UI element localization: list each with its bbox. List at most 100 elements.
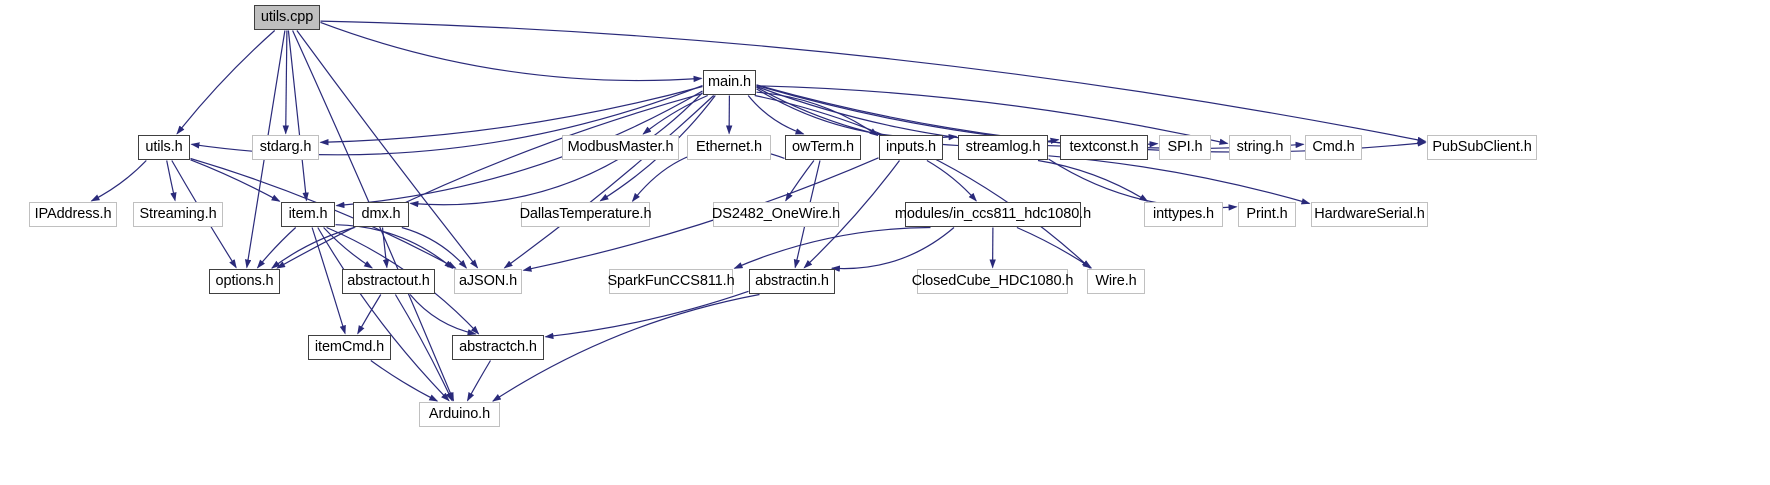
graph-node-label: ModbusMaster.h [567, 139, 674, 156]
graph-node-label: Cmd.h [1312, 139, 1355, 156]
graph-edge [256, 227, 297, 269]
graph-edge [271, 226, 355, 269]
graph-node-utils-h[interactable]: utils.h [138, 135, 190, 160]
graph-edge [756, 88, 958, 141]
graph-edge [320, 20, 1427, 143]
graph-node-label: options.h [215, 273, 274, 290]
graph-node-label: main.h [708, 74, 751, 91]
graph-node-arduino-h[interactable]: Arduino.h [419, 402, 500, 427]
graph-edge [320, 21, 703, 83]
graph-node-ds2482-h[interactable]: DS2482_OneWire.h [712, 202, 840, 227]
graph-node-modbusmaster-h[interactable]: ModbusMaster.h [562, 135, 679, 160]
graph-node-utils-cpp[interactable]: utils.cpp [254, 5, 320, 30]
graph-edge [733, 226, 931, 269]
graph-node-streaming-h[interactable]: Streaming.h [133, 202, 223, 227]
graph-edge [409, 294, 477, 336]
graph-node-label: PubSubClient.h [1432, 139, 1532, 156]
graph-node-string-h[interactable]: string.h [1229, 135, 1291, 160]
graph-node-label: inputs.h [886, 139, 936, 156]
graph-node-label: SPI.h [1167, 139, 1203, 156]
graph-node-inputs-h[interactable]: inputs.h [879, 135, 943, 160]
graph-node-label: DS2482_OneWire.h [711, 206, 841, 223]
graph-edge [466, 360, 492, 402]
graph-node-ajson-h[interactable]: aJSON.h [454, 269, 522, 294]
graph-node-closedcube-h[interactable]: ClosedCube_HDC1080.h [912, 269, 1073, 294]
graph-node-label: utils.cpp [260, 9, 314, 26]
graph-node-dallastemp-h[interactable]: DallasTemperature.h [520, 202, 652, 227]
graph-node-print-h[interactable]: Print.h [1238, 202, 1296, 227]
graph-node-label: Streaming.h [139, 206, 217, 223]
graph-node-label: itemCmd.h [314, 339, 385, 356]
graph-node-abstractout-h[interactable]: abstractout.h [342, 269, 435, 294]
graph-edge [1016, 226, 1093, 269]
graph-edge [319, 85, 703, 146]
graph-edge [1048, 158, 1238, 211]
graph-node-label: ClosedCube_HDC1080.h [911, 273, 1074, 290]
graph-node-dmx-h[interactable]: dmx.h [353, 202, 409, 227]
graph-edge [785, 160, 815, 202]
graph-node-hardwareserial-h[interactable]: HardwareSerial.h [1311, 202, 1428, 227]
graph-node-label: abstractin.h [755, 273, 829, 290]
graph-node-label: DallasTemperature.h [519, 206, 652, 223]
graph-node-ipaddress-h[interactable]: IPAddress.h [29, 202, 117, 227]
graph-edge [1037, 159, 1149, 202]
graph-edge [190, 159, 281, 202]
graph-node-sparkfun-h[interactable]: SparkFunCCS811.h [607, 269, 735, 294]
graph-node-label: SparkFunCCS811.h [607, 273, 735, 290]
graph-edge [282, 30, 289, 135]
graph-edge [296, 30, 479, 269]
graph-node-abstractin-h[interactable]: abstractin.h [749, 269, 835, 294]
graph-edge [754, 94, 1091, 269]
graph-node-itemcmd-h[interactable]: itemCmd.h [308, 335, 391, 360]
graph-node-pubsubclient-h[interactable]: PubSubClient.h [1427, 135, 1537, 160]
graph-node-label: Wire.h [1095, 273, 1137, 290]
graph-node-modules-h[interactable]: modules/in_ccs811_hdc1080.h [895, 202, 1091, 227]
graph-node-label: utils.h [145, 139, 183, 156]
graph-edge [335, 224, 454, 269]
graph-edge [830, 227, 955, 272]
graph-edge [394, 294, 453, 402]
graph-node-wire-h[interactable]: Wire.h [1087, 269, 1145, 294]
graph-node-label: streamlog.h [965, 139, 1041, 156]
graph-node-spi-h[interactable]: SPI.h [1159, 135, 1211, 160]
graph-edge [317, 227, 450, 402]
graph-edge [370, 360, 439, 402]
graph-node-label: owTerm.h [791, 139, 855, 156]
graph-node-stdarg-h[interactable]: stdarg.h [252, 135, 319, 160]
graph-node-inttypes-h[interactable]: inttypes.h [1144, 202, 1223, 227]
graph-node-options-h[interactable]: options.h [209, 269, 280, 294]
graph-edge [926, 159, 977, 202]
graph-node-label: Arduino.h [428, 406, 491, 423]
graph-node-item-h[interactable]: item.h [281, 202, 335, 227]
graph-edge [381, 227, 390, 269]
graph-node-abstractch-h[interactable]: abstractch.h [452, 335, 544, 360]
graph-edge [503, 95, 715, 269]
graph-edge [166, 160, 177, 202]
graph-edge [287, 30, 309, 202]
graph-edge [747, 95, 805, 135]
graph-node-label: textconst.h [1069, 139, 1139, 156]
graph-node-main-h[interactable]: main.h [703, 70, 756, 95]
graph-node-owterm-h[interactable]: owTerm.h [785, 135, 861, 160]
graph-node-ethernet-h[interactable]: Ethernet.h [687, 135, 771, 160]
graph-edge [401, 226, 468, 269]
graph-node-label: dmx.h [361, 206, 401, 223]
graph-node-label: Ethernet.h [696, 139, 762, 156]
graph-edge [357, 294, 382, 335]
graph-node-textconst-h[interactable]: textconst.h [1060, 135, 1148, 160]
graph-edge [323, 227, 373, 269]
graph-node-cmd-h[interactable]: Cmd.h [1305, 135, 1362, 160]
graph-node-label: aJSON.h [458, 273, 518, 290]
graph-node-streamlog-h[interactable]: streamlog.h [958, 135, 1048, 160]
graph-node-label: stdarg.h [259, 139, 312, 156]
graph-edge [276, 93, 703, 269]
graph-edge [1048, 155, 1311, 205]
graph-node-label: Print.h [1246, 206, 1288, 223]
graph-node-label: IPAddress.h [34, 206, 112, 223]
graph-node-label: abstractout.h [347, 273, 430, 290]
graph-node-label: inttypes.h [1152, 206, 1215, 223]
graph-edge [756, 91, 879, 137]
graph-edge [176, 30, 276, 135]
